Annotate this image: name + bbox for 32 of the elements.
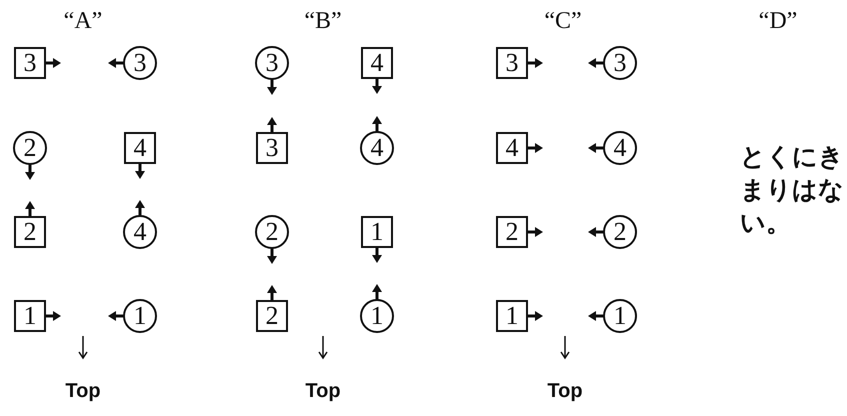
column-heading: “B”: [303, 8, 343, 35]
numbered-circle: 3: [603, 46, 637, 80]
numbered-square: 3: [496, 47, 528, 79]
numbered-circle: 3: [255, 46, 289, 80]
numbered-circle: 1: [360, 299, 394, 333]
numbered-square: 3: [256, 132, 288, 164]
column-heading: “D”: [758, 8, 798, 35]
numbered-square: 1: [361, 216, 393, 248]
column-heading: “A”: [63, 8, 103, 35]
numbered-square: 4: [124, 132, 156, 164]
numbered-circle: 1: [123, 299, 157, 333]
numbered-circle: 4: [123, 215, 157, 249]
column-heading: “C”: [543, 8, 583, 35]
numbered-circle: 1: [603, 299, 637, 333]
numbered-circle: 4: [360, 131, 394, 165]
numbered-circle: 2: [603, 215, 637, 249]
numbered-circle: 4: [603, 131, 637, 165]
numbered-square: 4: [361, 47, 393, 79]
numbered-square: 2: [496, 216, 528, 248]
direction-label: Top: [546, 380, 584, 403]
numbered-square: 3: [14, 47, 46, 79]
note-text: とくにきまりはない。: [740, 141, 844, 239]
numbered-circle: 2: [255, 215, 289, 249]
numbered-square: 4: [496, 132, 528, 164]
direction-label: Top: [64, 380, 102, 403]
numbered-square: 1: [14, 300, 46, 332]
numbered-circle: 2: [13, 131, 47, 165]
numbered-square: 1: [496, 300, 528, 332]
numbered-circle: 3: [123, 46, 157, 80]
numbered-square: 2: [256, 300, 288, 332]
direction-label: Top: [304, 380, 342, 403]
numbered-square: 2: [14, 216, 46, 248]
